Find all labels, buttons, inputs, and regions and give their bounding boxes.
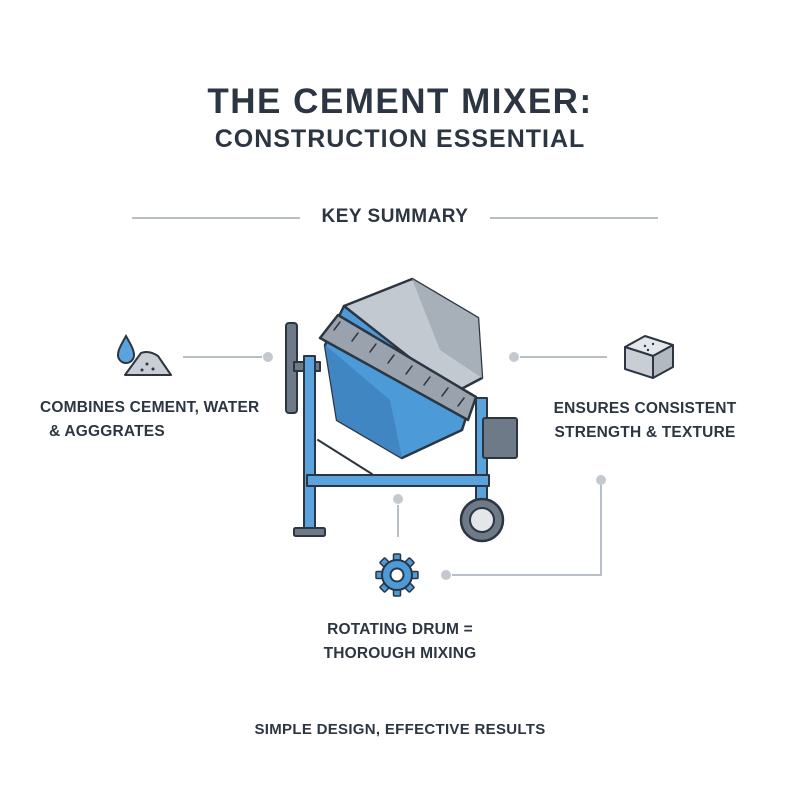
connector-down-dot: [393, 494, 403, 504]
callout-consistency-line1: ENSURES CONSISTENT: [553, 400, 737, 417]
gear-icon: [375, 553, 419, 597]
callout-consistency: ENSURES CONSISTENT STRENGTH & TEXTURE: [545, 397, 745, 445]
cement-mixer-illustration: [285, 277, 518, 543]
connector-right-dot: [509, 352, 519, 362]
frame-base-bar: [306, 474, 490, 487]
frame-brace: [317, 439, 373, 475]
page-subtitle: CONSTRUCTION ESSENTIAL: [214, 125, 586, 153]
frame-foot: [293, 527, 326, 537]
connector-elbow: [452, 485, 602, 576]
divider-left: [132, 217, 300, 219]
footer-tagline: SIMPLE DESIGN, EFFECTIVE RESULTS: [254, 721, 546, 738]
wheel-hub: [469, 507, 495, 533]
connector-left-dot: [263, 352, 273, 362]
drum-ring-teeth: [333, 321, 465, 407]
motor-housing: [482, 417, 518, 459]
drum-ring: [318, 313, 478, 422]
callout-rotating-drum-line1: ROTATING DRUM =: [327, 621, 473, 638]
connector-lines: [183, 352, 607, 580]
page-title: THE CEMENT MIXER:: [207, 82, 593, 121]
frame-front-leg: [303, 355, 316, 533]
callout-combines: COMBINES CEMENT, WATER & AGGGRATES: [40, 396, 260, 444]
callout-combines-line1: COMBINES CEMENT, WATER: [40, 399, 260, 416]
callout-consistency-line2: STRENGTH & TEXTURE: [554, 424, 736, 441]
connector-elbow-dot-end: [441, 570, 451, 580]
section-label: KEY SUMMARY: [321, 206, 469, 227]
divider-right: [490, 217, 658, 219]
concrete-block-icon: [624, 335, 674, 379]
connector-elbow-dot-top: [596, 475, 606, 485]
callout-combines-line2: & AGGGRATES: [49, 423, 165, 440]
callout-rotating-drum-line2: THOROUGH MIXING: [323, 645, 477, 662]
section-header: KEY SUMMARY: [0, 203, 800, 233]
water-drop-and-sand-icon: [116, 333, 172, 376]
callout-rotating-drum: ROTATING DRUM = THOROUGH MIXING: [300, 618, 500, 666]
